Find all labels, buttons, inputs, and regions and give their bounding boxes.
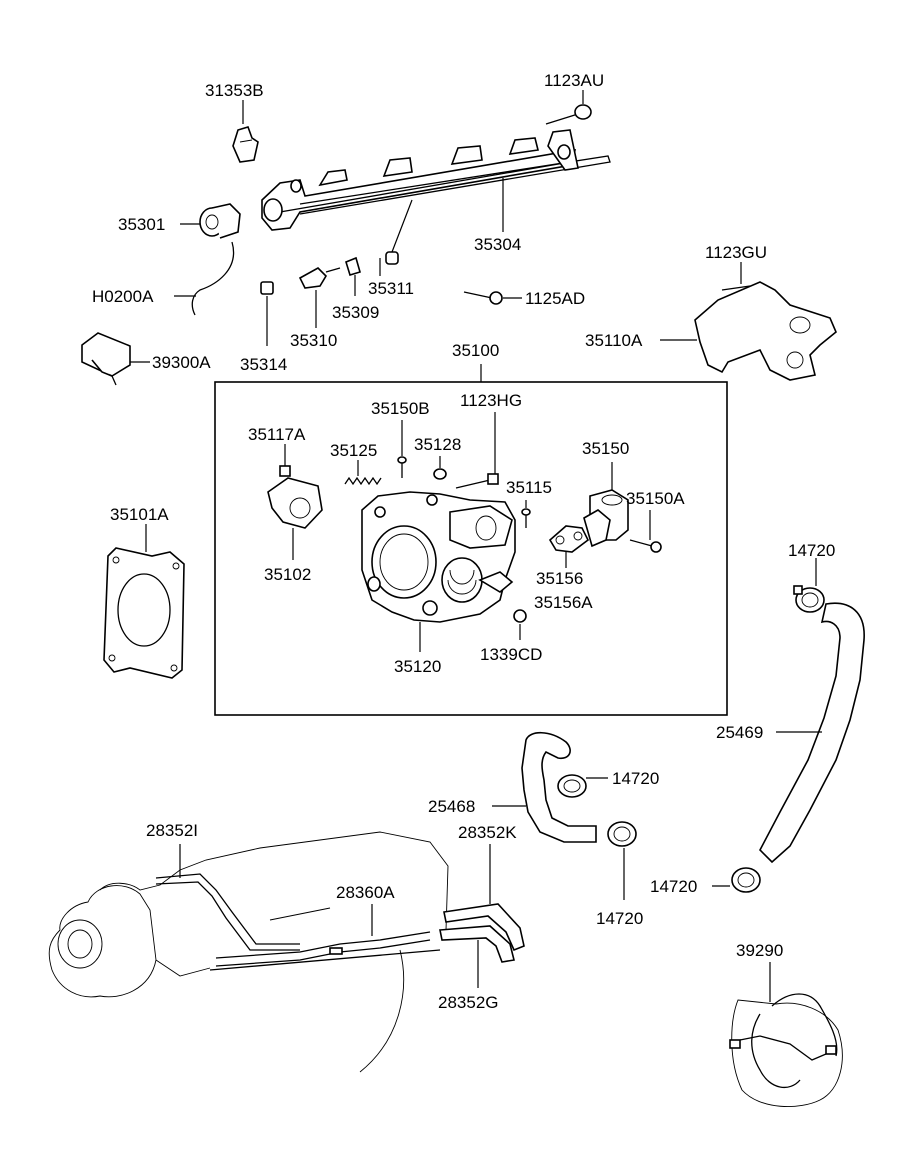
part-label-35156A: 35156A bbox=[534, 593, 593, 612]
part-label-35120: 35120 bbox=[394, 657, 441, 676]
part-label-35304: 35304 bbox=[474, 235, 521, 254]
vacuum-hose-H0200A[interactable] bbox=[191, 241, 235, 316]
hose-25468[interactable] bbox=[521, 731, 597, 843]
clamp-14720-bottom-right[interactable] bbox=[731, 867, 761, 893]
clamp-14720-top[interactable] bbox=[793, 585, 825, 613]
clamp-14720-lower[interactable] bbox=[607, 821, 637, 847]
gasket-35156[interactable] bbox=[548, 525, 590, 553]
hose-25469[interactable] bbox=[759, 602, 865, 864]
map-sensor-39300A[interactable] bbox=[81, 332, 131, 386]
part-label-14720-bottom-right: 14720 bbox=[650, 877, 697, 896]
part-label-14720-middle: 14720 bbox=[612, 769, 659, 788]
throttle-body-35120[interactable] bbox=[361, 491, 516, 623]
part-label-35156: 35156 bbox=[536, 569, 583, 588]
cap-35314[interactable] bbox=[260, 281, 274, 295]
part-label-35309: 35309 bbox=[332, 303, 379, 322]
pipe-28352G[interactable] bbox=[439, 925, 515, 963]
bolt-35150A[interactable] bbox=[629, 539, 662, 553]
part-label-35150A: 35150A bbox=[626, 489, 685, 508]
part-label-28360A: 28360A bbox=[336, 883, 395, 902]
idle-speed-control-valve-35150[interactable] bbox=[583, 489, 629, 548]
part-label-35128: 35128 bbox=[414, 435, 461, 454]
part-label-28352G: 28352G bbox=[438, 993, 499, 1012]
spring-35125[interactable] bbox=[344, 476, 382, 486]
part-label-14720-lower: 14720 bbox=[596, 909, 643, 928]
part-label-1123GU: 1123GU bbox=[705, 243, 767, 262]
pipe-28352I[interactable] bbox=[155, 873, 300, 951]
engine-outline bbox=[48, 831, 449, 1073]
part-label-35311: 35311 bbox=[368, 279, 414, 298]
part-label-35110A: 35110A bbox=[585, 331, 643, 350]
nut-35128[interactable] bbox=[433, 468, 447, 480]
part-label-35150B: 35150B bbox=[371, 399, 430, 418]
sensor-35310[interactable] bbox=[298, 267, 341, 289]
part-label-35101A: 35101A bbox=[110, 505, 169, 524]
pipe-28360A[interactable] bbox=[209, 931, 441, 971]
pulsation-damper-35301[interactable] bbox=[199, 203, 241, 239]
part-label-39300A: 39300A bbox=[152, 353, 211, 372]
part-label-35117A: 35117A bbox=[248, 425, 306, 444]
bracket-35110A[interactable] bbox=[694, 281, 837, 381]
wiring-harness-39290[interactable] bbox=[729, 993, 843, 1108]
part-label-25469: 25469 bbox=[716, 723, 763, 742]
gasket-35101A[interactable] bbox=[103, 547, 185, 679]
part-label-28352I: 28352I bbox=[146, 821, 198, 840]
bolt-1123AU[interactable] bbox=[545, 104, 592, 125]
part-label-35100: 35100 bbox=[452, 341, 499, 360]
part-label-35150: 35150 bbox=[582, 439, 629, 458]
part-label-1125AD: 1125AD bbox=[525, 289, 585, 308]
part-label-35314: 35314 bbox=[240, 355, 287, 374]
nut-1339CD[interactable] bbox=[513, 609, 527, 623]
part-label-35301: 35301 bbox=[118, 215, 165, 234]
part-label-1123HG: 1123HG bbox=[460, 391, 522, 410]
part-label-1123AU: 1123AU bbox=[544, 71, 604, 90]
clip-35309[interactable] bbox=[345, 256, 361, 276]
part-label-39290: 39290 bbox=[736, 941, 783, 960]
part-label-25468: 25468 bbox=[428, 797, 475, 816]
screw-35150B[interactable] bbox=[397, 456, 407, 478]
clip-31353B[interactable] bbox=[232, 126, 259, 163]
bolt-1123HG[interactable] bbox=[455, 473, 499, 489]
fuel-rail-35304[interactable] bbox=[261, 129, 611, 231]
part-label-14720-top: 14720 bbox=[788, 541, 835, 560]
bolt-1125AD[interactable] bbox=[463, 291, 503, 305]
screw-35115[interactable] bbox=[521, 508, 531, 528]
part-label-1339CD: 1339CD bbox=[480, 645, 542, 664]
part-label-35115: 35115 bbox=[506, 478, 552, 497]
bushing-35311[interactable] bbox=[385, 251, 399, 265]
tps-sensor-35102[interactable] bbox=[267, 465, 323, 529]
part-label-31353B: 31353B bbox=[205, 81, 264, 100]
throttle-body-assembly-box-35100 bbox=[214, 381, 728, 716]
part-label-35125: 35125 bbox=[330, 441, 377, 460]
clamp-14720-middle[interactable] bbox=[557, 774, 587, 798]
part-label-35310: 35310 bbox=[290, 331, 337, 350]
part-label-H0200A: H0200A bbox=[92, 287, 154, 306]
part-label-35102: 35102 bbox=[264, 565, 311, 584]
part-label-28352K: 28352K bbox=[458, 823, 517, 842]
pipe-28352K[interactable] bbox=[443, 903, 525, 952]
